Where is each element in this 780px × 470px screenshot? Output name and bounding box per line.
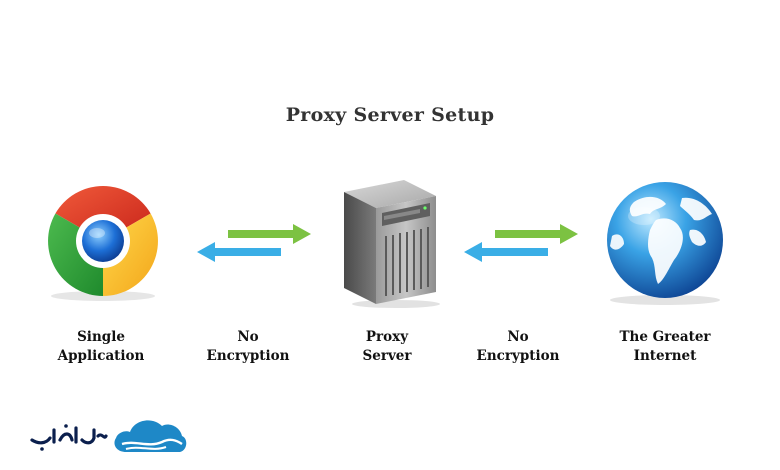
- label-proxy-server: Proxy Server: [312, 328, 462, 366]
- label-line: Proxy: [365, 329, 409, 345]
- server-icon: [338, 178, 442, 310]
- label-line: Internet: [633, 348, 697, 364]
- label-line: The Greater: [619, 329, 711, 345]
- label-single-application: Single Application: [26, 328, 176, 366]
- label-no-encryption-right: No Encryption: [443, 328, 593, 366]
- diagram-title: Proxy Server Setup: [285, 104, 495, 126]
- brand-logo: [28, 410, 188, 460]
- label-line: Encryption: [206, 348, 290, 364]
- label-line: No: [507, 329, 529, 345]
- label-greater-internet: The Greater Internet: [590, 328, 740, 366]
- double-arrow-icon: [462, 222, 582, 264]
- label-line: No: [237, 329, 259, 345]
- label-line: Single: [77, 329, 125, 345]
- label-line: Encryption: [476, 348, 560, 364]
- chrome-icon: [36, 183, 170, 303]
- double-arrow-icon: [195, 222, 315, 264]
- label-line: Server: [362, 348, 412, 364]
- label-line: Application: [57, 348, 145, 364]
- globe-icon: [594, 180, 736, 308]
- label-no-encryption-left: No Encryption: [173, 328, 323, 366]
